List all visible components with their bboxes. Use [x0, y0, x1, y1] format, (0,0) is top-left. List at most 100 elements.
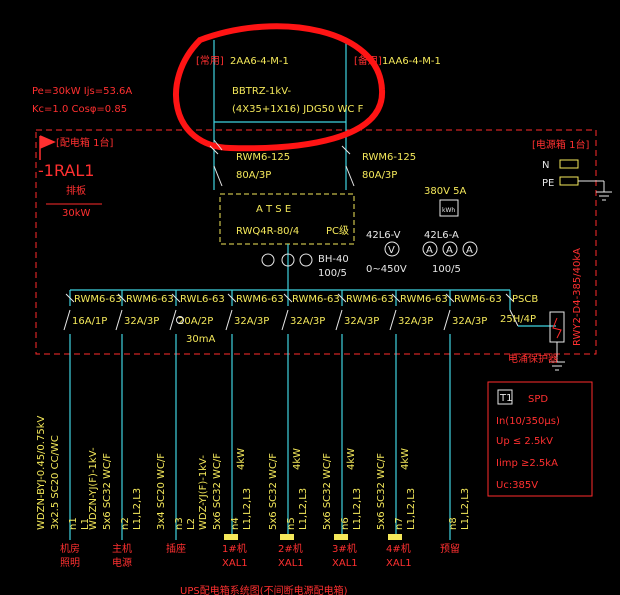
ct-ratio: 100/5 — [318, 268, 347, 279]
ammeter-range: 100/5 — [432, 264, 461, 275]
branch-breaker-icon — [283, 293, 293, 303]
ct-ring-icon — [281, 253, 295, 267]
branch-circuit-no: n6 — [340, 517, 351, 530]
branch-power: 4kW — [292, 448, 303, 470]
branch-switch-blade — [225, 309, 233, 331]
branch-breaker-rating: 32A/3P — [452, 316, 487, 327]
ct-model: BH-40 — [318, 254, 349, 265]
pe-terminal-icon — [559, 176, 579, 186]
branch-circuit-no: n1 — [68, 517, 79, 530]
cable-spec: (4X35+1X16) JDG50 WC F — [232, 104, 364, 115]
branch-circuit-no: n5 — [286, 517, 297, 530]
cable-type: BBTRZ-1kV- — [232, 86, 291, 97]
branch-circuit-no: n8 — [448, 517, 459, 530]
branch-cable-spec: 5x6 SC32 WC/F — [268, 453, 279, 530]
ammeter-symbol: A — [446, 245, 453, 256]
ct-ring-icon — [261, 253, 275, 267]
atse-class: PC级 — [326, 225, 349, 237]
panel-border — [35, 129, 597, 355]
load-tag-icon — [334, 534, 348, 540]
ammeter-icon — [462, 241, 478, 257]
load-tag-icon — [224, 534, 238, 540]
branch-switch-blade — [335, 309, 343, 331]
pe-label: PE — [542, 178, 554, 189]
branch-breaker-icon — [445, 293, 455, 303]
branch-phase: L1,L2,L3 — [460, 488, 471, 530]
atse-model: RWQ4R-80/4 — [236, 226, 299, 237]
spd-info-box — [487, 381, 593, 497]
panel-flag-icon — [39, 135, 56, 160]
load-tag-icon — [280, 534, 294, 540]
branch-cable-type: WDZ-YJ(F)-1kV- — [198, 455, 209, 530]
branch-breaker-rating: 32A/3P — [398, 316, 433, 327]
branch-phase: L1,L2,L3 — [352, 488, 363, 530]
n-terminal-icon — [559, 159, 579, 169]
branch-power: 4kW — [236, 448, 247, 470]
branch-switch-blade — [281, 309, 289, 331]
switch-blade-backup — [345, 165, 355, 187]
svg-text:RWM6-125: RWM6-125 — [236, 152, 290, 163]
branch-breaker-name: RWM6-63 — [126, 294, 174, 305]
kwh-label: kWh — [442, 207, 455, 214]
atse-title: A T S E — [256, 204, 291, 215]
branch-load-label: XAL1 — [332, 558, 358, 569]
branch-switch-blade — [389, 309, 397, 331]
breaker-top-common: RWM6-125 80A/3P — [209, 139, 290, 181]
source-common-feed: 2AA6-4-M-1 — [230, 56, 289, 67]
branch-cable-spec: 5x6 SC32 WC/F — [102, 453, 113, 530]
branch-breaker-icon — [227, 293, 237, 303]
rcd-icon — [176, 316, 184, 324]
params-pe: Pe=30kW Ijs=53.6A — [32, 86, 132, 97]
kwh-meter-icon — [439, 199, 459, 217]
branch-phase: L2 — [186, 518, 197, 530]
branch-phase: L1,L2,L3 — [242, 488, 253, 530]
branch-load-label: XAL1 — [278, 558, 304, 569]
branch-load-label: 4#机 — [386, 542, 411, 555]
branch-breaker-icon — [65, 293, 75, 303]
voltmeter-range: 0~450V — [366, 264, 407, 275]
spd-t1-badge — [497, 389, 513, 405]
load-tag-icon — [388, 534, 402, 540]
right-tag: [电源箱 1台] — [532, 138, 589, 151]
branch-load-label: 插座 — [166, 542, 186, 555]
spd-t1-text: T1 — [499, 393, 512, 404]
branch-load-label: 预留 — [440, 542, 460, 555]
branch-switch-blade — [115, 309, 123, 331]
panel-capacity: 30kW — [62, 208, 91, 219]
branch-breaker-name: RWM6-63 — [400, 294, 448, 305]
branch-rcd-rating: 30mA — [186, 334, 215, 345]
svg-text:80A/3P: 80A/3P — [362, 170, 397, 181]
branch-phase: L1,L2,L3 — [132, 488, 143, 530]
branch-breaker-icon — [171, 293, 181, 303]
branch-cable-spec: 5x6 SC32 WC/F — [322, 453, 333, 530]
spd-up: Up ≤ 2.5kV — [496, 436, 553, 447]
branch-cable-spec: 5x6 SC32 WC/F — [212, 453, 223, 530]
branch-circuit-no: n3 — [174, 517, 185, 530]
source-backup-feed: 1AA6-4-M-1 — [382, 56, 441, 67]
spd-in: In(10/350μs) — [496, 416, 560, 427]
branch-switch-blade — [63, 309, 71, 331]
params-kc: Kc=1.0 Cosφ=0.85 — [32, 104, 127, 115]
panel-id: -1RAL1 — [38, 161, 94, 180]
spd-model: RWY2-D4-385/40kA — [572, 248, 583, 346]
branch-switch-blade — [169, 309, 177, 331]
svg-text:RWM6-125: RWM6-125 — [362, 152, 416, 163]
spd-uc: Uc:385V — [496, 480, 538, 491]
branch-breaker-rating: 20A/2P — [178, 316, 213, 327]
branch-cable-type: WDZN-BYJ-0.45/0.75kV — [36, 416, 47, 530]
branch-circuit-no: n7 — [394, 517, 405, 530]
branch-load-label: 照明 — [60, 557, 80, 569]
branch-breaker-name: RWL6-63 — [180, 294, 225, 305]
ammeter-icon — [422, 241, 438, 257]
branch-load-label: 机房 — [60, 542, 80, 555]
branch-load-label: 电源 — [112, 556, 132, 569]
branch-breaker-rating: 32A/3P — [124, 316, 159, 327]
branch-load-label: XAL1 — [222, 558, 248, 569]
voltmeter-model: 42L6-V — [366, 230, 401, 241]
ammeter-model: 42L6-A — [424, 230, 459, 241]
branch-breaker-rating: 32A/3P — [290, 316, 325, 327]
branch-load-label: XAL1 — [386, 558, 412, 569]
branch-breaker-rating: 32A/3P — [344, 316, 379, 327]
